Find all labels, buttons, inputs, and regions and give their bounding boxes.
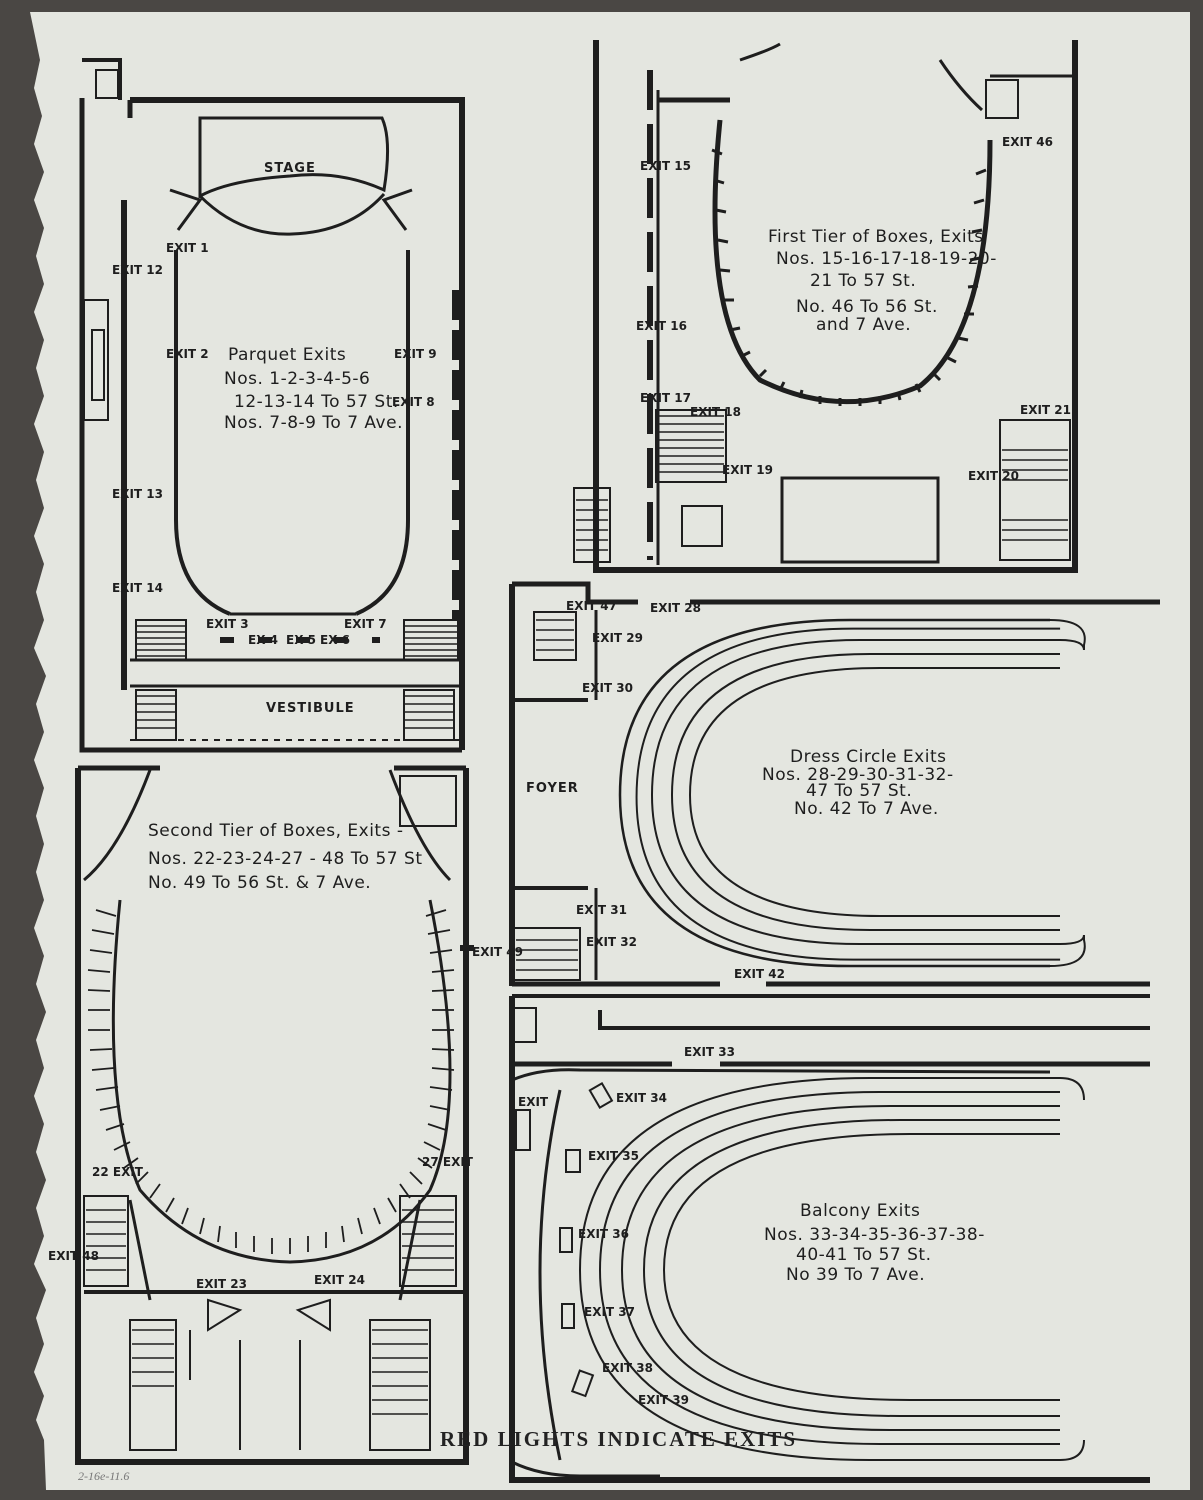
parquet-exit-labels: EXIT 1 EXIT 2 EXIT 3 EX 4 EX 5 EX 6 EXIT… <box>112 241 437 647</box>
exit-38-label: EXIT 38 <box>602 1361 653 1375</box>
exit-42-label: EXIT 42 <box>734 967 785 981</box>
first-tier-line-3: No. 46 To 56 St. <box>796 297 938 317</box>
exit-16-label: EXIT 16 <box>636 319 687 333</box>
parquet-title: Parquet Exits <box>228 345 346 365</box>
exit-7-label: EXIT 7 <box>344 617 387 631</box>
exit-18-label: EXIT 18 <box>690 405 741 419</box>
dress-circle-stair-hatching <box>516 619 578 971</box>
dress-circle-line-1: Nos. 28-29-30-31-32- <box>762 765 954 785</box>
exit-49-label: EXIT 49 <box>472 945 523 959</box>
first-tier-line-4: and 7 Ave. <box>816 315 911 335</box>
foyer-label: FOYER <box>526 781 579 796</box>
second-tier-stair-hatching <box>86 1209 454 1415</box>
balcony-line-2: 40-41 To 57 St. <box>796 1245 932 1265</box>
exit-34-label: EXIT 34 <box>616 1091 667 1105</box>
second-tier-box-seats <box>87 909 455 1254</box>
first-tier-line-1: Nos. 15-16-17-18-19-20- <box>776 249 997 269</box>
exit-35-label: EXIT 35 <box>588 1149 639 1163</box>
exit-23-label: EXIT 23 <box>196 1277 247 1291</box>
second-tier-plan <box>75 765 474 1465</box>
balcony-line-1: Nos. 33-34-35-36-37-38- <box>764 1225 985 1245</box>
exit-22-label: 22 EXIT <box>92 1165 144 1179</box>
parquet-stair-hatching <box>136 625 458 729</box>
dress-circle-plan <box>509 581 1160 987</box>
second-tier-title: Second Tier of Boxes, Exits - <box>148 821 403 841</box>
second-tier-exit-labels: 22 EXIT 27 EXIT EXIT 23 EXIT 24 EXIT 48 … <box>48 945 523 1291</box>
exit-28-label: EXIT 28 <box>650 601 701 615</box>
parquet-line-2: 12-13-14 To 57 St. <box>234 392 399 412</box>
exit-48-label: EXIT 48 <box>48 1249 99 1263</box>
balcony-title: Balcony Exits <box>800 1201 920 1221</box>
second-tier-line-2: No. 49 To 56 St. & 7 Ave. <box>148 873 371 893</box>
dress-circle-exit-labels: EXIT 47 EXIT 28 EXIT 29 EXIT 30 EXIT 31 … <box>566 599 785 981</box>
first-tier-exit-labels: EXIT 15 EXIT 16 EXIT 17 EXIT 18 EXIT 19 … <box>636 135 1071 483</box>
dress-circle-title: Dress Circle Exits <box>790 747 946 767</box>
exit-27-label: 27 EXIT <box>422 1155 474 1169</box>
balcony-exit-labels: EXIT 33 EXIT 34 EXIT 35 EXIT 36 EXIT 37 … <box>518 1045 735 1407</box>
exit-46-label: EXIT 46 <box>1002 135 1053 149</box>
exit-13-label: EXIT 13 <box>112 487 163 501</box>
exit-36-label: EXIT 36 <box>578 1227 629 1241</box>
exit-12-label: EXIT 12 <box>112 263 163 277</box>
exit-47-label: EXIT 47 <box>566 599 617 613</box>
exit-21-label: EXIT 21 <box>1020 403 1071 417</box>
dress-circle-line-2: 47 To 57 St. <box>806 781 912 801</box>
exit-20-label: EXIT 20 <box>968 469 1019 483</box>
exit-5-label: EX 5 <box>286 633 316 647</box>
exit-19-label: EXIT 19 <box>722 463 773 477</box>
exit-39-label: EXIT 39 <box>638 1393 689 1407</box>
stage-label: STAGE <box>264 161 316 176</box>
exit-1-label: EXIT 1 <box>166 241 209 255</box>
parquet-line-1: Nos. 1-2-3-4-5-6 <box>224 369 370 389</box>
exit-37-label: EXIT 37 <box>584 1305 635 1319</box>
exit-30-label: EXIT 30 <box>582 681 633 695</box>
parquet-line-3: Nos. 7-8-9 To 7 Ave. <box>224 413 403 433</box>
exit-24-label: EXIT 24 <box>314 1273 365 1287</box>
first-tier-title: First Tier of Boxes, Exits <box>768 227 984 247</box>
exit-3-label: EXIT 3 <box>206 617 249 631</box>
balcony-plan <box>509 994 1150 1483</box>
parquet-plan <box>79 58 465 753</box>
exit-6-label: EX 6 <box>320 633 350 647</box>
exit-31-label: EXIT 31 <box>576 903 627 917</box>
dress-circle-line-3: No. 42 To 7 Ave. <box>794 799 939 819</box>
exit-14-label: EXIT 14 <box>112 581 163 595</box>
exit-29-label: EXIT 29 <box>592 631 643 645</box>
exit-15-label: EXIT 15 <box>640 159 691 173</box>
exit-8-label: EXIT 8 <box>392 395 435 409</box>
exit-33-label: EXIT 33 <box>684 1045 735 1059</box>
first-tier-stair-hatching <box>576 415 1068 551</box>
balcony-line-3: No 39 To 7 Ave. <box>786 1265 925 1285</box>
archive-note: 2-16e-11.6 <box>78 1469 129 1483</box>
first-tier-line-2: 21 To 57 St. <box>810 271 916 291</box>
exit-32-label: EXIT 32 <box>586 935 637 949</box>
exit-2-label: EXIT 2 <box>166 347 209 361</box>
vestibule-label: VESTIBULE <box>266 701 355 716</box>
balcony-exit-label: EXIT <box>518 1095 549 1109</box>
first-tier-box-seats <box>711 148 987 406</box>
exit-9-label: EXIT 9 <box>394 347 437 361</box>
footer-caption: RED LIGHTS INDICATE EXITS <box>440 1427 797 1451</box>
exit-17-label: EXIT 17 <box>640 391 691 405</box>
second-tier-line-1: Nos. 22-23-24-27 - 48 To 57 St <box>148 849 422 869</box>
exit-4-label: EX 4 <box>248 633 278 647</box>
